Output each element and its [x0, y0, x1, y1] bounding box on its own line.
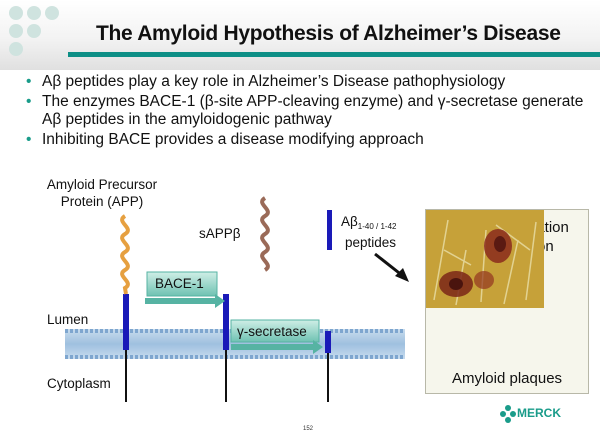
bullet-text: Inhibiting BACE provides a disease modif… [42, 131, 424, 148]
bace-label: BACE-1 [155, 276, 204, 291]
bace-enzyme-shape [145, 271, 225, 308]
plaque-caption: Amyloid plaques [451, 370, 563, 387]
gamma-secretase-enzyme-shape [230, 319, 323, 354]
merck-brand: MERCK [517, 406, 561, 420]
page-title: The Amyloid Hypothesis of Alzheimer’s Di… [96, 22, 561, 45]
lumen-label: Lumen [47, 312, 89, 327]
merck-corner-logo-icon [9, 6, 59, 56]
aggregation-arrow-icon [374, 252, 409, 282]
diagram-graphics [65, 196, 409, 402]
bullet-list: • Aβ peptides play a key role in Alzheime… [26, 73, 592, 151]
app-helix [120, 214, 130, 295]
app-processing-diagram: Amyloid Precursor Protein (APP) sAPPβ Aβ… [25, 164, 600, 402]
plaque-panel: Aβ oligomerization & aggregation [425, 209, 589, 394]
title-underline [68, 52, 600, 57]
bullet-dot: • [26, 131, 32, 148]
app-label: Amyloid Precursor Protein (APP) [46, 177, 158, 209]
bullet-dot: • [26, 93, 32, 110]
page-number: 152 [303, 426, 314, 432]
bullet-item: • Aβ peptides play a key role in Alzheime… [26, 73, 592, 91]
abeta-peptides-label: Aβ1-40 / 1-42 peptides [341, 214, 396, 251]
abeta-text: Aβ [341, 214, 358, 229]
bullet-text: Aβ peptides play a key role in Alzheimer… [42, 73, 506, 90]
sappb-helix [260, 196, 270, 272]
sappb-label: sAPPβ [199, 226, 241, 241]
bullet-item: • Inhibiting BACE provides a disease modi… [26, 131, 592, 149]
cytoplasm-label: Cytoplasm [47, 376, 111, 391]
abeta-subscript: 1-40 / 1-42 [357, 222, 397, 231]
amyloid-plaque-image [426, 210, 544, 308]
bullet-dot: • [26, 73, 32, 90]
bullet-item: • The enzymes BACE-1 (β-site APP-cleaving… [26, 93, 592, 129]
peptides-text: peptides [345, 235, 397, 250]
gamma-secretase-label: γ-secretase [237, 324, 307, 339]
app-protein-bars [123, 210, 332, 402]
bullet-text: The enzymes BACE-1 (β-site APP-cleaving … [42, 93, 584, 128]
merck-logo-icon [500, 405, 516, 423]
title-bar: The Amyloid Hypothesis of Alzheimer’s Di… [0, 0, 600, 70]
